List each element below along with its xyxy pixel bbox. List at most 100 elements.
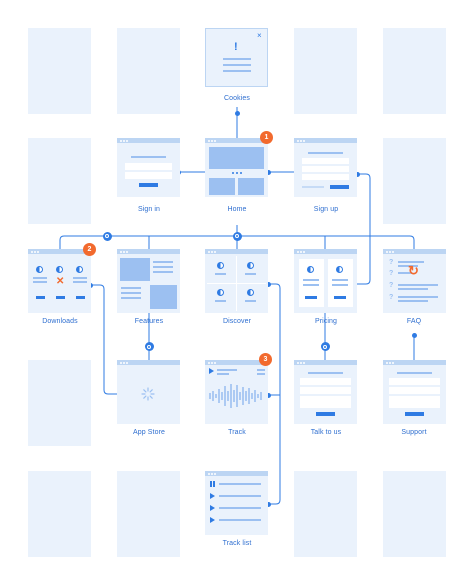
text-line [398, 284, 438, 286]
text-line [398, 261, 424, 263]
download-button[interactable] [76, 296, 85, 299]
text-line [245, 300, 256, 302]
download-button[interactable] [56, 296, 65, 299]
text-line [223, 58, 251, 60]
screen-sign-in[interactable] [117, 138, 180, 197]
text-line [257, 373, 265, 375]
label-cookies: Cookies [224, 95, 250, 102]
connector-dot [265, 281, 271, 287]
screen-pricing[interactable] [294, 249, 357, 313]
pie-icon [76, 266, 83, 273]
submit-button[interactable] [139, 183, 158, 187]
screen-home[interactable] [205, 138, 268, 197]
screen-downloads[interactable]: ✕ [28, 249, 91, 313]
text-line [215, 273, 226, 275]
screen-app-store[interactable] [117, 360, 180, 424]
text-line [332, 284, 348, 286]
divider [207, 283, 266, 284]
track-title-line [219, 483, 261, 485]
placeholder-panel [383, 471, 446, 557]
pause-icon[interactable] [210, 481, 212, 487]
connector-dot [265, 170, 271, 175]
send-button[interactable] [405, 412, 424, 416]
send-button[interactable] [316, 412, 335, 416]
title-line [131, 156, 166, 158]
placeholder-panel [383, 28, 446, 114]
screen-support[interactable] [383, 360, 446, 424]
placeholder-panel [294, 471, 357, 557]
close-icon[interactable]: × [257, 31, 262, 40]
placeholder-panel [28, 28, 91, 114]
title-line [308, 152, 343, 154]
screen-discover[interactable] [205, 249, 268, 313]
input-field[interactable] [389, 378, 440, 385]
input-field[interactable] [300, 387, 351, 394]
text-line [257, 369, 265, 371]
text-line [398, 288, 428, 290]
connector-dot [265, 392, 271, 398]
text-line [215, 300, 226, 302]
hub-icon [232, 231, 242, 241]
play-icon[interactable] [210, 517, 215, 523]
play-icon[interactable] [210, 493, 215, 499]
track-title-line [219, 495, 261, 497]
track-title-line [219, 519, 261, 521]
screen-sign-up[interactable] [294, 138, 357, 197]
screen-talk-to-us[interactable] [294, 360, 357, 424]
message-textarea[interactable] [300, 396, 351, 408]
screen-features[interactable] [117, 249, 180, 313]
connector-dot [265, 501, 271, 507]
placeholder-panel [28, 360, 91, 446]
input-field[interactable] [302, 158, 349, 164]
input-field[interactable] [300, 378, 351, 385]
pie-icon [307, 266, 314, 273]
label-features: Features [134, 318, 164, 325]
alert-icon: ! [234, 41, 238, 53]
buy-button[interactable] [305, 296, 317, 299]
input-field[interactable] [125, 163, 172, 170]
hub-icon [320, 342, 330, 351]
buy-button[interactable] [334, 296, 346, 299]
text-line [303, 279, 319, 281]
pause-icon[interactable] [213, 481, 215, 487]
message-textarea[interactable] [389, 396, 440, 408]
error-icon: ✕ [56, 276, 65, 287]
play-icon[interactable] [209, 368, 214, 374]
input-field[interactable] [302, 166, 349, 172]
submit-button[interactable] [330, 185, 349, 189]
loading-spinner-icon [141, 387, 155, 401]
placeholder-panel [28, 471, 91, 557]
input-field[interactable] [389, 387, 440, 394]
text-line [217, 373, 229, 375]
screen-faq[interactable]: ? ? ↻ ? ? [383, 249, 446, 313]
screen-track-list[interactable] [205, 471, 268, 535]
play-icon[interactable] [210, 505, 215, 511]
text-line [73, 281, 87, 283]
screen-track[interactable] [205, 360, 268, 424]
pie-icon [217, 289, 224, 296]
label-track-list: Track list [222, 540, 252, 547]
input-field[interactable] [302, 174, 349, 180]
text-line [398, 296, 438, 298]
label-support: Support [401, 429, 427, 436]
track-title-line [219, 507, 261, 509]
screen-cookies[interactable]: ! × [205, 28, 268, 87]
text-line [245, 273, 256, 275]
feature-image [120, 258, 150, 281]
text-line [332, 279, 348, 281]
card-image [238, 178, 264, 195]
connector-signup-pricing [357, 173, 371, 285]
label-sign-in: Sign in [137, 206, 161, 213]
pie-icon [36, 266, 43, 273]
placeholder-panel [117, 471, 180, 557]
text-line [121, 297, 141, 299]
connector-discover-tracklist [268, 283, 281, 505]
text-line [73, 277, 87, 279]
card-image [209, 178, 235, 195]
input-field[interactable] [125, 172, 172, 179]
label-app-store: App Store [132, 429, 166, 436]
badge-step: 3 [259, 353, 272, 366]
pager-dot [232, 172, 234, 174]
download-button[interactable] [36, 296, 45, 299]
help-icon: ? [389, 270, 394, 277]
